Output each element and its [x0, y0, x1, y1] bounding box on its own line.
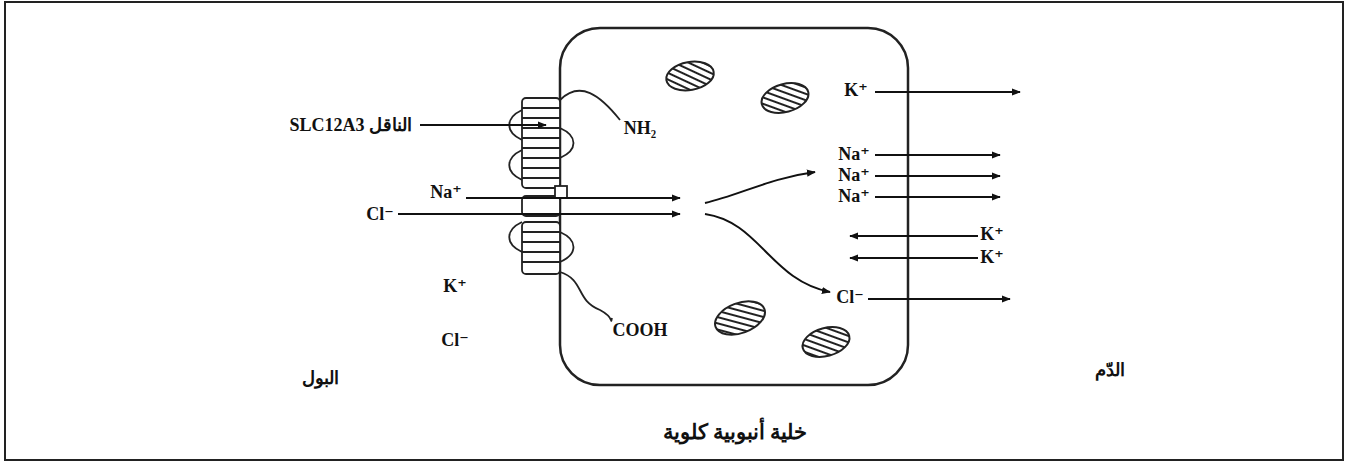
ion-label: K⁺: [443, 277, 467, 295]
ion-label: Na⁺: [838, 145, 870, 163]
ion-label: Cl⁻: [366, 205, 394, 223]
ion-label: Cl⁻: [836, 288, 864, 306]
mitochondria: [664, 58, 853, 362]
ion-label: Na⁺: [430, 183, 462, 201]
frame: [5, 2, 1343, 460]
terminal-label: NH₂: [624, 119, 656, 137]
ion-label: Na⁺: [838, 166, 870, 184]
ion-label: K⁺: [844, 81, 868, 99]
region-label: الدّم: [1095, 361, 1125, 379]
ion-label: K⁺: [980, 225, 1004, 243]
ion-label: K⁺: [980, 248, 1004, 266]
ion-label: Na⁺: [838, 187, 870, 205]
cell-outline: [560, 28, 908, 385]
region-label: البول: [302, 369, 339, 387]
ion-label: Cl⁻: [441, 331, 469, 349]
ion-arrows: [398, 92, 1020, 299]
transporter-label: الناقل SLC12A3: [289, 116, 412, 134]
terminal-label: COOH: [612, 321, 667, 339]
caption: خلية أنبوبية كلوية: [663, 422, 808, 443]
